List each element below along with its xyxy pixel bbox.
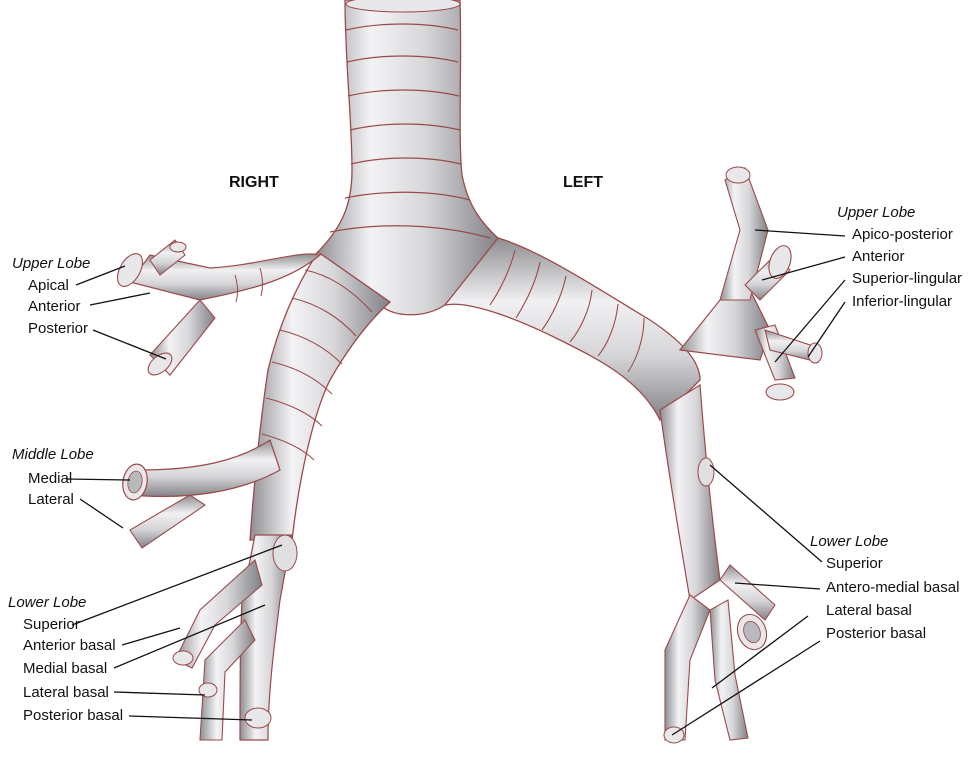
leader-left-posterior-basal bbox=[672, 641, 820, 735]
right-lower-lobe-header: Lower Lobe bbox=[8, 594, 86, 611]
left-side-label: LEFT bbox=[563, 174, 603, 192]
leader-left-apico-posterior bbox=[755, 230, 845, 236]
left-bronchus bbox=[445, 238, 700, 420]
right-posterior-label: Posterior bbox=[28, 320, 88, 337]
right-lateral-basal-label: Lateral basal bbox=[23, 684, 109, 701]
leader-right-lateral bbox=[80, 499, 123, 528]
left-posterior-basal-label: Posterior basal bbox=[826, 625, 926, 642]
trachea bbox=[315, 0, 500, 315]
leader-right-anterior bbox=[90, 293, 150, 305]
right-lower-lobe-bronchi bbox=[173, 535, 297, 740]
right-apical-label: Apical bbox=[28, 277, 69, 294]
left-lateral-basal-label: Lateral basal bbox=[826, 602, 912, 619]
leader-right-lateral-basal bbox=[114, 692, 205, 695]
right-upper-lobe-header: Upper Lobe bbox=[12, 255, 90, 272]
leader-left-superior bbox=[710, 465, 822, 562]
left-upper-lobe-bronchus bbox=[680, 167, 822, 400]
right-middle-lobe-header: Middle Lobe bbox=[12, 446, 94, 463]
left-superior-label: Superior bbox=[826, 555, 883, 572]
leader-right-medial bbox=[66, 479, 130, 480]
right-posterior-basal-label: Posterior basal bbox=[23, 707, 123, 724]
left-lower-lobe-bronchi bbox=[660, 385, 775, 743]
leader-right-anterior-basal bbox=[122, 628, 180, 645]
right-bronchus bbox=[250, 252, 390, 540]
left-superior-lingular-label: Superior-lingular bbox=[852, 270, 962, 287]
left-lower-lobe-header: Lower Lobe bbox=[810, 533, 888, 550]
right-superior-label: Superior bbox=[23, 616, 80, 633]
left-apico-posterior-label: Apico-posterior bbox=[852, 226, 953, 243]
left-anterior-label: Anterior bbox=[852, 248, 905, 265]
left-upper-lobe-header: Upper Lobe bbox=[837, 204, 915, 221]
leader-right-posterior-basal bbox=[129, 716, 252, 720]
left-inferior-lingular-label: Inferior-lingular bbox=[852, 293, 952, 310]
right-medial-basal-label: Medial basal bbox=[23, 660, 107, 677]
right-anterior-label: Anterior bbox=[28, 298, 81, 315]
right-lateral-label: Lateral bbox=[28, 491, 74, 508]
leader-left-inferior-lingular bbox=[808, 302, 845, 357]
leader-right-posterior bbox=[93, 330, 166, 359]
right-anterior-basal-label: Anterior basal bbox=[23, 637, 116, 654]
right-side-label: RIGHT bbox=[229, 174, 279, 192]
left-antero-medial-basal-label: Antero-medial basal bbox=[826, 579, 959, 596]
right-medial-label: Medial bbox=[28, 470, 72, 487]
